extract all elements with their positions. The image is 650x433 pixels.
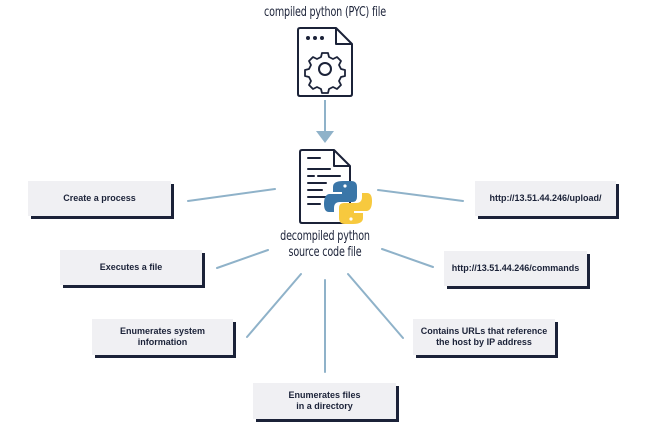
behavior-label: Create a process: [63, 193, 136, 203]
connector-create-process: [187, 188, 276, 202]
behavior-label: Enumerates files: [288, 390, 361, 400]
pyc-file-title: compiled python (PYC) file: [264, 5, 386, 20]
connector-enumerates-system: [246, 273, 302, 338]
behavior-label: http://13.51.44.246/commands: [451, 263, 580, 273]
behavior-url-upload: http://13.51.44.246/upload/: [475, 181, 616, 216]
gear-file-icon: [297, 27, 353, 97]
behavior-label: http://13.51.44.246/upload/: [489, 193, 602, 203]
connector-contains-urls: [347, 273, 404, 339]
behavior-label: Contains URLs that reference: [420, 326, 548, 336]
python-source-file-icon: [299, 149, 372, 224]
behavior-url-commands: http://13.51.44.246/commands: [444, 251, 587, 286]
behavior-executes-file: Executes a file: [60, 250, 202, 285]
behavior-label: Executes a file: [99, 262, 163, 272]
connector-url-upload: [377, 189, 464, 202]
python-logo-icon: [324, 181, 372, 224]
down-arrow: [316, 100, 334, 143]
source-file-title-line2: source code file: [288, 245, 362, 260]
connector-executes-file: [216, 249, 269, 269]
behavior-label-2: in a directory: [296, 401, 353, 411]
behavior-label: Enumerates system: [119, 326, 206, 336]
behavior-create-process: Create a process: [28, 181, 171, 216]
source-file-title: decompiled python source code file: [59, 229, 592, 261]
connectors: [187, 188, 464, 373]
behavior-label-2: the host by IP address: [436, 337, 532, 347]
connector-url-commands: [381, 248, 434, 268]
source-file-title-line1: decompiled python: [280, 229, 370, 244]
behavior-label-2: information: [137, 337, 188, 347]
